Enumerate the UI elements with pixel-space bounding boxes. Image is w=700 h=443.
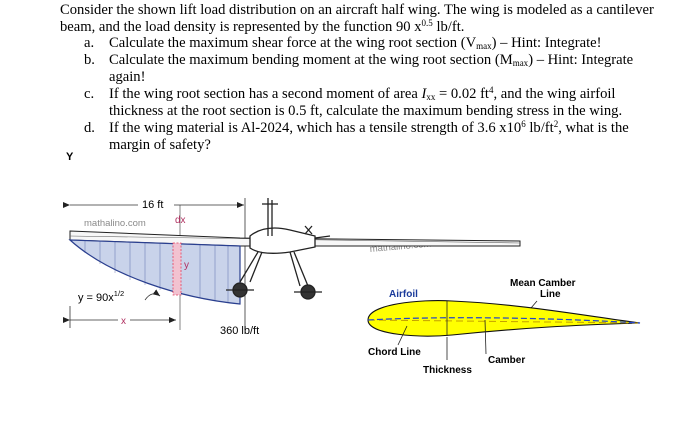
chord-pointer [397, 325, 408, 346]
intro-text: Consider the shown lift load distributio… [60, 2, 654, 35]
load-distribution [68, 239, 241, 305]
root-load-label: 360 lb/ft [220, 325, 259, 337]
problem-statement: Consider the shown lift load distributio… [60, 2, 672, 36]
question-a: a. Calculate the maximum shear force at … [84, 35, 602, 51]
wing-figure: Y 16 ft mathalino.com mathalino.com dx y [63, 151, 641, 376]
mean-camber-label: Mean Camber Line [510, 278, 578, 300]
question-label: b. [84, 52, 95, 68]
chord-line [367, 319, 641, 324]
question-list: a. Calculate the maximum shear force at … [84, 35, 666, 154]
question-c: c. If the wing root section has a second… [84, 85, 623, 120]
question-label: a. [84, 35, 95, 51]
load-strip-dx [172, 242, 182, 296]
question-d: d. If the wing material is Al-2024, whic… [84, 119, 629, 154]
chord-line-label: Chord Line [368, 347, 421, 358]
load-hatch [84, 241, 229, 302]
equation-pointer [144, 289, 161, 301]
load-function: 90 x0.5 lb/ft. [395, 18, 465, 36]
span-label: 16 ft [142, 199, 163, 211]
airfoil-label: Airfoil [389, 289, 418, 300]
question-label: c. [84, 86, 95, 102]
airplane [226, 198, 331, 300]
camber-pointer [484, 319, 487, 355]
load-equation: y = 90x1/2 [78, 289, 124, 304]
question-label: d. [84, 120, 95, 136]
dx-label: dx [175, 215, 186, 226]
watermark-left: mathalino.com [84, 218, 146, 229]
strip-y-label: y [184, 260, 189, 271]
question-b: b. Calculate the maximum bending moment … [84, 52, 634, 85]
y-axis-label: Y [66, 151, 74, 163]
thickness-label: Thickness [423, 365, 472, 376]
camber-label: Camber [488, 355, 525, 366]
mean-camber-line [367, 317, 641, 324]
x-label: x [121, 316, 126, 327]
